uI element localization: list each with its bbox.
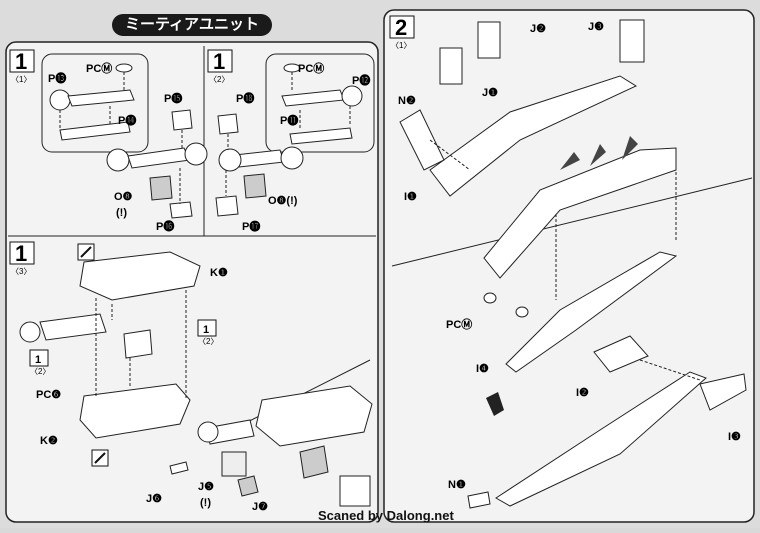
label-p17: P⓱ [242, 219, 260, 233]
warning-j5: (!) [200, 497, 211, 509]
warning-a: (!) [116, 207, 127, 219]
step-1-3-marker: 1 〈3〉 [9, 241, 35, 276]
label-j7: J❼ [252, 501, 268, 513]
assembly-guides-d [429, 139, 701, 381]
label-p14: P⓮ [118, 113, 136, 127]
right-panel [383, 9, 755, 523]
assembly-guides-a [59, 72, 183, 204]
label-o8-a: O❽ [114, 191, 133, 203]
step-number: 1 [213, 49, 225, 74]
label-k1: K❶ [210, 267, 228, 279]
step-number: 2 [395, 15, 407, 40]
label-p13: P⓭ [48, 71, 66, 85]
ref-number: 1 [203, 324, 209, 336]
step-sub: 〈3〉 [11, 267, 31, 276]
ref-box-1-2: 1 〈2〉 [197, 319, 218, 346]
step-number: 1 [15, 49, 27, 74]
assembly-guides-c [95, 290, 187, 398]
label-i2: I❷ [576, 387, 589, 399]
label-pcm-a: PCⓂ [86, 61, 112, 75]
label-i4: I❹ [476, 363, 489, 375]
ref-sub: 〈2〉 [30, 367, 50, 376]
ref-number: 1 [35, 354, 41, 366]
page-title: ミーティアユニット [112, 14, 272, 36]
label-p18: P⓲ [236, 91, 254, 105]
step-1-1-marker: 1 〈1〉 [9, 49, 35, 84]
label-p15: P⓯ [164, 91, 182, 105]
label-j5: J❺ [198, 481, 214, 493]
scan-credit: Scaned by Dalong.net [318, 508, 454, 523]
label-n1: N❶ [448, 479, 466, 491]
arm-part-b [215, 63, 363, 217]
ref-sub: 〈2〉 [198, 337, 218, 346]
step-number: 1 [15, 241, 27, 266]
label-p11: P⓫ [280, 113, 298, 127]
kit-parts-c [19, 251, 373, 507]
arm-part-a [49, 63, 208, 219]
inset-callout-a [41, 53, 149, 153]
sub-divider-diagonal-2 [391, 177, 753, 267]
label-p12: P⓬ [352, 73, 370, 87]
assembly-guides-b [225, 72, 351, 196]
nipper-icon [77, 243, 95, 261]
step-sub: 〈1〉 [11, 75, 31, 84]
step-sub: 〈1〉 [391, 41, 411, 50]
label-j1: J❶ [482, 87, 498, 99]
step-1-2-marker: 1 〈2〉 [207, 49, 233, 84]
label-j6: J❻ [146, 493, 162, 505]
label-pcm-b: PCⓂ [298, 61, 324, 75]
label-o8-b: O❽(!) [268, 195, 298, 207]
label-i3: I❸ [728, 431, 741, 443]
ref-box-1-2-b: 1 〈2〉 [29, 349, 50, 376]
label-j3: J❸ [588, 21, 604, 33]
label-n2: N❷ [398, 95, 416, 107]
label-p16: P⓰ [156, 219, 174, 233]
next-step-arrow [486, 392, 504, 416]
nipper-icon [91, 449, 109, 467]
label-k2: K❷ [40, 435, 58, 447]
label-j2: J❷ [530, 23, 546, 35]
inset-callout-b [265, 53, 375, 153]
weapon-parts [399, 19, 747, 509]
label-pcm-c: PCⓂ [446, 317, 472, 331]
step-sub: 〈2〉 [209, 75, 229, 84]
label-i1: I❶ [404, 191, 417, 203]
step-2-marker: 2 〈1〉 [389, 15, 415, 50]
label-pc6: PC❻ [36, 389, 61, 401]
insertion-arrows [560, 136, 638, 170]
